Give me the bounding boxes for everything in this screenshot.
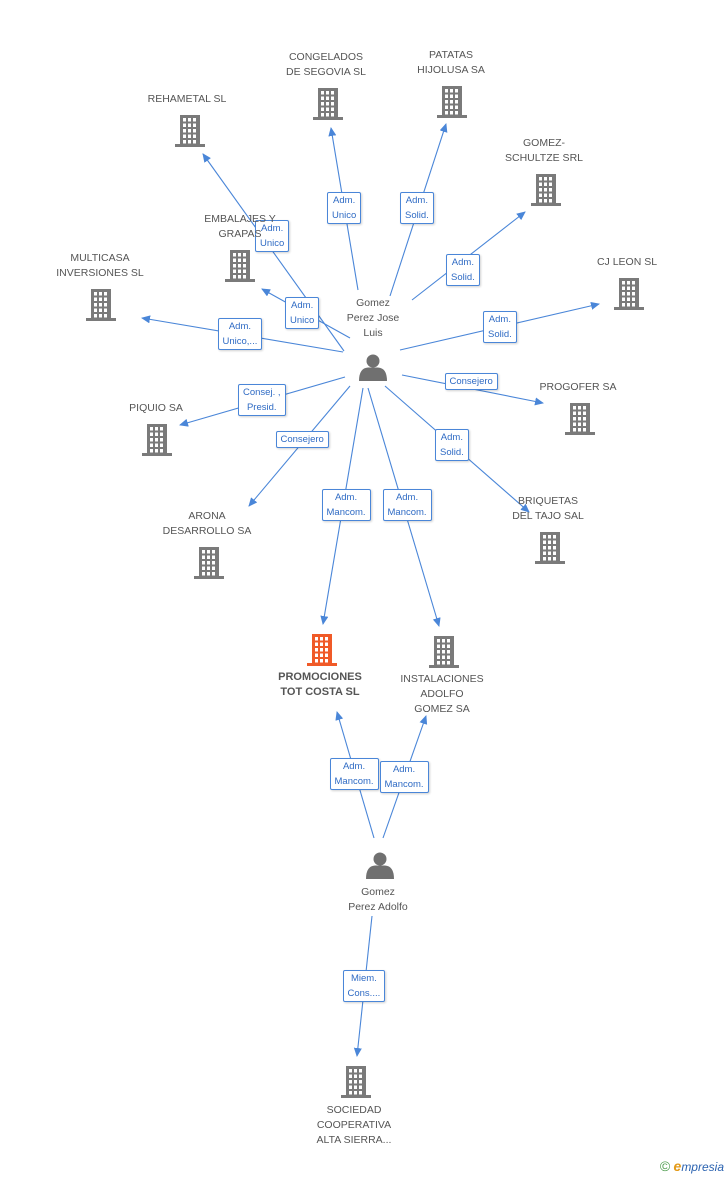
building-icon-embala[interactable] xyxy=(225,250,255,282)
building-icon-piquio[interactable] xyxy=(142,424,172,456)
edge-gomezjose-rehametal xyxy=(202,153,345,352)
edge-label-gomezjose-piquio[interactable]: Consej. , Presid. xyxy=(238,384,286,416)
edge-label-gomezadolfo-instalaciones[interactable]: Adm. Mancom. xyxy=(379,761,429,793)
node-label-gomezschultze[interactable]: GOMEZ- SCHULTZE SRL xyxy=(505,137,583,164)
building-icon-rehametal[interactable] xyxy=(175,115,205,147)
building-icon-multicasa[interactable] xyxy=(86,289,116,321)
building-icon-cjleon[interactable] xyxy=(614,278,644,310)
edge-label-gomezjose-promociones[interactable]: Adm. Mancom. xyxy=(321,489,371,521)
node-label-progofer[interactable]: PROGOFER SA xyxy=(539,381,617,393)
building-icon-arona[interactable] xyxy=(194,547,224,579)
edge-label-gomezjose-gomezschultze[interactable]: Adm. Solid. xyxy=(446,254,480,286)
building-icon-promociones[interactable] xyxy=(307,634,337,666)
edge-label-gomezjose-arona[interactable]: Consejero xyxy=(275,430,329,448)
edge-label-gomezjose-congelados[interactable]: Adm. Unico xyxy=(327,192,362,224)
node-label-instalaciones[interactable]: INSTALACIONES ADOLFO GOMEZ SA xyxy=(400,673,484,715)
node-label-congelados[interactable]: CONGELADOS DE SEGOVIA SL xyxy=(286,51,366,78)
node-label-arona[interactable]: ARONA DESARROLLO SA xyxy=(162,510,252,537)
node-label-sociedad[interactable]: SOCIEDAD COOPERATIVA ALTA SIERRA... xyxy=(316,1104,392,1146)
building-icon-briquetas[interactable] xyxy=(535,532,565,564)
empresia-logo: © empresia xyxy=(659,1158,724,1174)
building-icon-sociedad[interactable] xyxy=(341,1066,371,1098)
edge-label-gomezadolfo-promociones[interactable]: Adm. Mancom. xyxy=(329,758,379,790)
edge-label-gomezjose-patatas[interactable]: Adm. Solid. xyxy=(400,192,434,224)
edge-label-gomezjose-rehametal[interactable]: Adm. Unico xyxy=(255,220,290,252)
edge-label-gomezjose-embala[interactable]: Adm. Unico xyxy=(285,297,320,329)
node-label-rehametal[interactable]: REHAMETAL SL xyxy=(147,93,227,105)
edge-label-gomezjose-progofer[interactable]: Consejero xyxy=(444,372,498,390)
edge-label-gomezadolfo-sociedad[interactable]: Miem. Cons.... xyxy=(342,970,386,1002)
node-label-briquetas[interactable]: BRIQUETAS DEL TAJO SAL xyxy=(512,495,584,522)
node-label-gomezadolfo[interactable]: Gomez Perez Adolfo xyxy=(348,886,408,913)
node-label-multicasa[interactable]: MULTICASA INVERSIONES SL xyxy=(56,252,144,279)
edge-label-gomezjose-cjleon[interactable]: Adm. Solid. xyxy=(483,311,517,343)
building-icon-gomezschultze[interactable] xyxy=(531,174,561,206)
edge-label-gomezjose-instalaciones[interactable]: Adm. Mancom. xyxy=(382,489,432,521)
building-icon-patatas[interactable] xyxy=(437,86,467,118)
building-icon-instalaciones[interactable] xyxy=(429,636,459,668)
node-label-gomezjose[interactable]: Gomez Perez Jose Luis xyxy=(346,297,400,339)
copyright-icon: © xyxy=(659,1158,671,1174)
person-icon-gomezjose[interactable] xyxy=(359,354,387,382)
edge-label-gomezjose-briquetas[interactable]: Adm. Solid. xyxy=(435,429,469,461)
node-label-embala[interactable]: EMBALAJES Y GRAPAS xyxy=(204,213,276,240)
node-label-patatas[interactable]: PATATAS HIJOLUSA SA xyxy=(417,49,485,76)
node-label-piquio[interactable]: PIQUIO SA xyxy=(129,402,183,414)
node-label-promociones[interactable]: PROMOCIONES TOT COSTA SL xyxy=(278,671,362,698)
person-icon-gomezadolfo[interactable] xyxy=(366,852,394,880)
edge-label-gomezjose-multicasa[interactable]: Adm. Unico,... xyxy=(217,318,263,350)
building-icon-congelados[interactable] xyxy=(313,88,343,120)
building-icon-progofer[interactable] xyxy=(565,403,595,435)
node-label-cjleon[interactable]: CJ LEON SL xyxy=(596,256,658,268)
